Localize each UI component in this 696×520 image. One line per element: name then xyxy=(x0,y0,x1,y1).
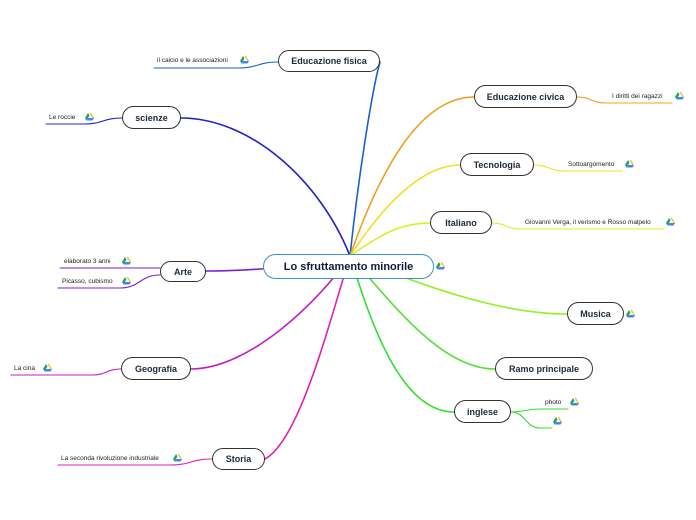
topic-label: inglese xyxy=(466,406,498,417)
topic-label: Arte xyxy=(173,266,192,277)
topic-label: Geografia xyxy=(134,363,177,374)
topic-inglese[interactable]: inglese xyxy=(454,400,511,423)
topic-label: scienze xyxy=(135,112,168,123)
leaf-edge-inglese-10 xyxy=(510,411,553,429)
topic-label: Italiano xyxy=(445,217,477,228)
leaf-edge-geografia-4 xyxy=(10,368,122,376)
topic-musica[interactable]: Musica xyxy=(567,302,624,325)
subtopic-tecnologia-1[interactable]: Sottoargomento xyxy=(568,161,615,168)
topic-educazione-civica[interactable]: Educazione civica xyxy=(474,85,577,108)
google-drive-icon[interactable] xyxy=(43,364,52,372)
google-drive-icon[interactable] xyxy=(122,257,131,265)
leaf-edge-educazione_civica-6 xyxy=(576,96,673,104)
edge-educazione_civica xyxy=(349,96,475,257)
topic-tecnologia[interactable]: Tecnologia xyxy=(460,153,534,176)
google-drive-icon[interactable] xyxy=(240,56,249,64)
leaf-edge-italiano-8 xyxy=(491,222,665,230)
google-drive-icon[interactable] xyxy=(625,160,634,168)
topic-label: Musica xyxy=(580,308,611,319)
topic-storia[interactable]: Storia xyxy=(212,448,265,470)
google-drive-icon[interactable] xyxy=(85,113,94,121)
edge-educazione_fisica xyxy=(349,61,381,257)
subtopic-arte-1[interactable]: elaborato 3 anni xyxy=(64,258,111,265)
topic-label: Educazione civica xyxy=(486,91,565,102)
edge-italiano xyxy=(349,222,431,257)
edge-scienze xyxy=(180,117,351,257)
leaf-edge-inglese-9 xyxy=(510,408,569,413)
leaf-edge-tecnologia-7 xyxy=(533,164,623,172)
leaf-edge-arte-3 xyxy=(57,274,161,289)
topic-label: Educazione fisica xyxy=(291,56,367,66)
subtopic-educazione-civica-1[interactable]: I diritti dei ragazzi xyxy=(612,93,663,100)
edge-storia xyxy=(264,255,351,460)
google-drive-icon[interactable] xyxy=(626,310,635,318)
central-topic-label: Lo sfruttamento minorile xyxy=(283,260,414,273)
topic-scienze[interactable]: scienze xyxy=(122,106,181,129)
topic-arte[interactable]: Arte xyxy=(160,261,206,282)
google-drive-icon[interactable] xyxy=(436,262,445,270)
subtopic-geografia-1[interactable]: La cina xyxy=(14,365,35,372)
central-topic[interactable]: Lo sfruttamento minorile xyxy=(263,254,434,279)
topic-educazione-fisica[interactable]: Educazione fisica xyxy=(278,50,380,72)
google-drive-icon[interactable] xyxy=(553,417,562,425)
subtopic-storia-1[interactable]: La seconda rivoluzione industriale xyxy=(61,455,159,462)
topic-label: Storia xyxy=(225,454,252,464)
google-drive-icon[interactable] xyxy=(122,277,131,285)
subtopic-italiano-1[interactable]: Giovanni Verga, il verismo e Rosso malpe… xyxy=(525,219,651,226)
subtopic-arte-2[interactable]: Picasso, cubismo xyxy=(62,278,113,285)
leaf-edge-educazione_fisica-0 xyxy=(153,61,279,69)
google-drive-icon[interactable] xyxy=(675,92,684,100)
leaf-edge-storia-5 xyxy=(57,458,213,466)
subtopic-inglese-1[interactable]: photo xyxy=(545,399,562,406)
subtopic-educazione-fisica-1[interactable]: il calcio e le associazioni xyxy=(157,57,228,64)
topic-italiano[interactable]: Italiano xyxy=(430,211,492,234)
topic-ramo-principale[interactable]: Ramo principale xyxy=(495,357,593,380)
edge-inglese xyxy=(349,255,455,413)
topic-label: Tecnologia xyxy=(473,159,521,170)
subtopic-scienze-1[interactable]: Le roccie xyxy=(49,114,76,121)
google-drive-icon[interactable] xyxy=(173,454,182,462)
google-drive-icon[interactable] xyxy=(666,218,675,226)
leaf-edge-scienze-1 xyxy=(45,117,123,125)
topic-label: Ramo principale xyxy=(508,363,580,374)
google-drive-icon[interactable] xyxy=(570,398,579,406)
edge-tecnologia xyxy=(349,164,461,257)
topic-geografia[interactable]: Geografia xyxy=(121,357,191,380)
